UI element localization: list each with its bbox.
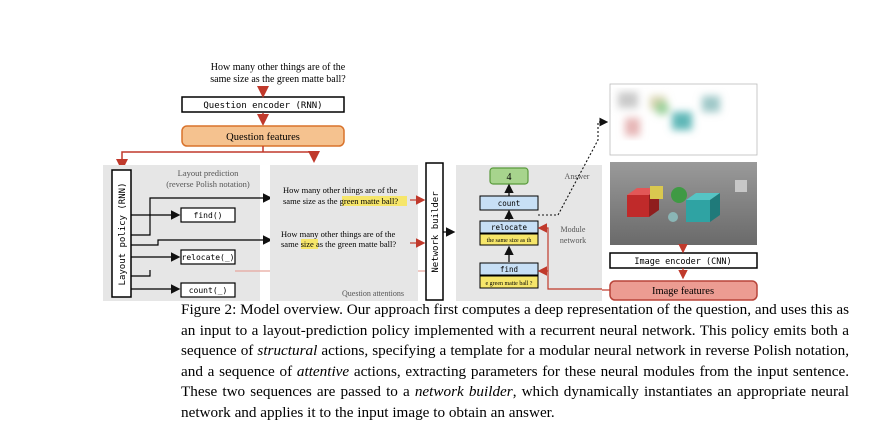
question-text-line2: same size as the green matte ball? xyxy=(210,74,346,85)
caption-text-b: actions, specifying a template for a mod… xyxy=(181,342,849,380)
answer-value: 4 xyxy=(507,172,512,183)
module-find-param xyxy=(479,275,539,289)
attention2-line2: same size as the green matte ball? xyxy=(281,239,396,249)
policy-action-arrows xyxy=(131,193,273,294)
module-relocate-param-text: the same size as th xyxy=(487,238,532,244)
layout-prediction-title: Layout prediction xyxy=(178,168,239,178)
layout-policy-box xyxy=(111,169,132,298)
module-count-label: count xyxy=(498,199,521,208)
action-count-label: count(_) xyxy=(189,286,228,295)
image-encoder-label: Image encoder (CNN) xyxy=(634,257,731,267)
attention1-line2: same size as the green matte ball? xyxy=(283,196,398,206)
layout-prediction-subtitle: (reverse Polish notation) xyxy=(166,179,250,189)
attention-dotted-link xyxy=(538,117,609,216)
caption-text-d: , which dynamically instantiates an appr… xyxy=(181,383,849,421)
scene-image xyxy=(610,162,757,245)
network-builder-label: Network builder xyxy=(431,191,441,273)
module-relocate-label: relocate xyxy=(491,223,528,232)
figure-caption: Figure 2: Model overview. Our approach f… xyxy=(181,300,849,423)
attention1-highlight xyxy=(342,196,407,206)
caption-text-c: actions, extracting parameters for these… xyxy=(181,362,849,401)
action-find xyxy=(180,207,236,223)
caption-em-network-builder: network builder xyxy=(414,383,513,400)
question-attentions-label: Question attentions xyxy=(342,289,404,298)
attention-map-image xyxy=(609,83,758,156)
caption-em-attentive: attentive xyxy=(296,362,350,380)
image-features-label: Image features xyxy=(652,286,714,297)
module-relocate-param xyxy=(479,233,539,246)
action-relocate-label: relocate(_) xyxy=(182,253,235,262)
answer-label: Answer xyxy=(565,172,590,181)
module-network-label-2: network xyxy=(560,236,586,245)
module-network-label-1: Module xyxy=(561,225,586,234)
action-relocate xyxy=(180,249,236,265)
question-features-label: Question features xyxy=(226,132,300,143)
module-find-label: find xyxy=(500,265,518,274)
caption-em-structural: structural xyxy=(257,342,318,359)
attention2-line1: How many other things are of the xyxy=(281,229,395,239)
question-encoder-label: Question encoder (RNN) xyxy=(203,101,322,111)
attention1-line1: How many other things are of the xyxy=(283,185,397,195)
arrow-features-to-policy xyxy=(116,151,182,171)
module-find-param-text: e green matte ball ? xyxy=(486,281,533,287)
attention2-highlight xyxy=(301,239,318,249)
caption-label: Figure 2: xyxy=(181,301,237,318)
layout-policy-label: Layout policy (RNN) xyxy=(118,183,128,286)
action-find-label: find() xyxy=(194,211,223,220)
caption-text-a: Model overview. Our approach first compu… xyxy=(181,301,849,359)
question-attentions-panel xyxy=(270,165,418,301)
question-text-line1: How many other things are of the xyxy=(211,62,346,73)
action-count xyxy=(180,282,236,298)
